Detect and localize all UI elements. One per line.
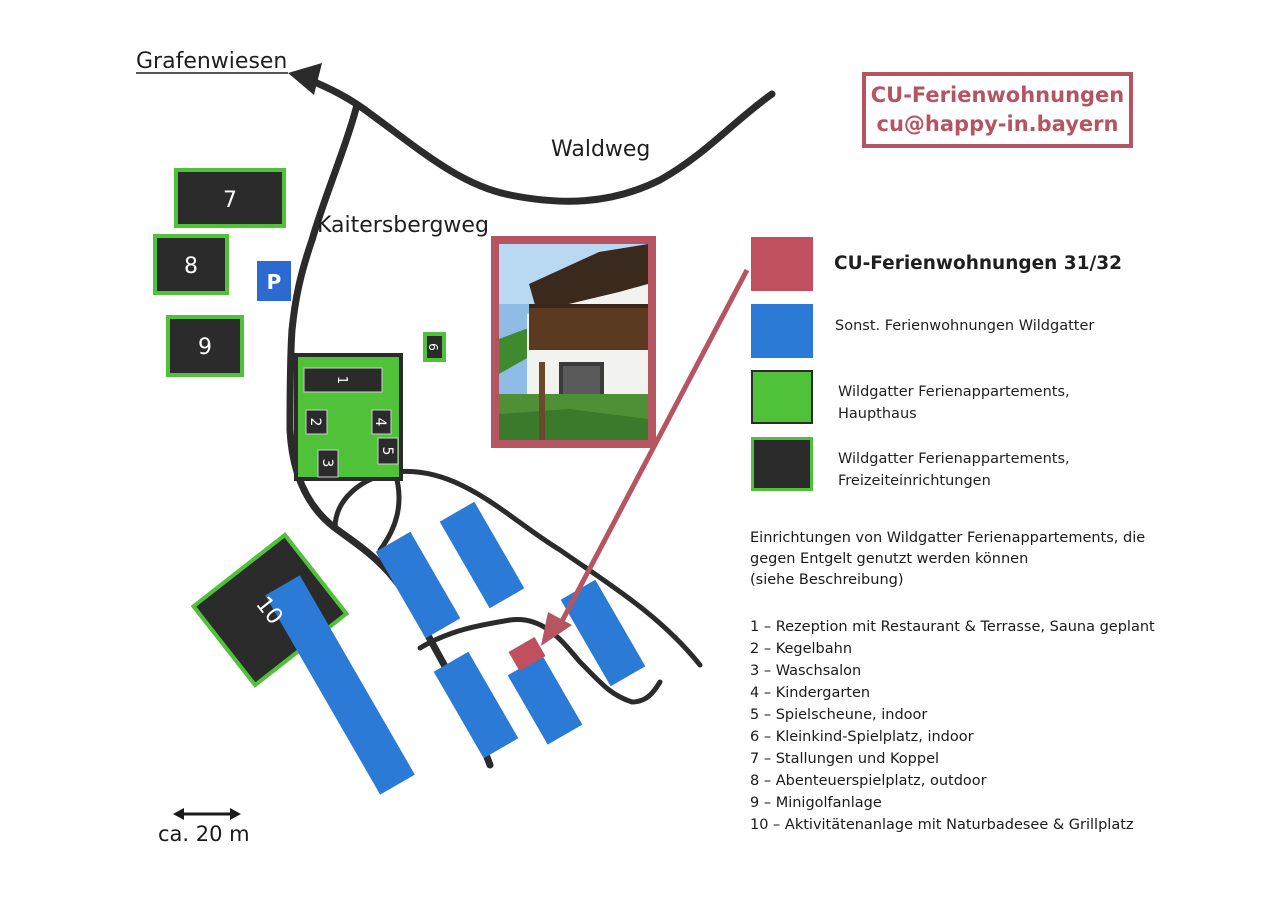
number-3: 3 [319, 459, 335, 468]
number-6: 6 [426, 343, 440, 351]
blue-block-a [375, 531, 461, 639]
number-7: 7 [223, 188, 237, 213]
number-2: 2 [307, 418, 323, 427]
facility-item: 2 – Kegelbahn [750, 641, 853, 657]
blue-block-long [265, 575, 415, 795]
contact-title: CU-Ferienwohnungen [870, 83, 1125, 107]
facility-item: 6 – Kleinkind-Spielplatz, indoor [750, 729, 974, 745]
intro-line-2: gegen Entgelt genutzt werden können [750, 551, 1029, 567]
house-photo-frame [491, 236, 656, 448]
number-9: 9 [198, 335, 212, 360]
facility-item: 1 – Rezeption mit Restaurant & Terrasse,… [750, 619, 1155, 635]
building-9 [166, 315, 244, 377]
facility-item: 10 – Aktivitätenanlage mit Naturbadesee … [750, 817, 1134, 833]
legend-swatch-green [751, 370, 813, 424]
blue-block-d [507, 655, 583, 745]
facility-item: 7 – Stallungen und Koppel [750, 751, 940, 767]
legend-label-green-2: Haupthaus [838, 406, 917, 422]
facility-item: 8 – Abenteuerspielplatz, outdoor [750, 773, 987, 789]
legend-swatch-cu [751, 237, 813, 291]
number-1: 1 [334, 376, 349, 384]
legend-label-blue: Sonst. Ferienwohnungen Wildgatter [835, 318, 1095, 334]
facility-item: 5 – Spielscheune, indoor [750, 707, 928, 723]
arrow-grafenwiesen [288, 63, 322, 95]
facilities-intro: Einrichtungen von Wildgatter Ferienappar… [750, 528, 1250, 591]
blue-block-b [439, 501, 525, 609]
legend-label-green-1: Wildgatter Ferienappartements, [838, 384, 1070, 400]
label-grafenwiesen: Grafenwiesen [136, 49, 287, 74]
building-8 [153, 234, 229, 295]
facilities-list: 1 – Rezeption mit Restaurant & Terrasse,… [750, 616, 1260, 836]
building-7 [174, 168, 286, 228]
facility-item: 3 – Waschsalon [750, 663, 862, 679]
scale-bar [173, 808, 241, 820]
building-6 [423, 332, 446, 362]
label-waldweg: Waldweg [551, 137, 650, 162]
contact-email: cu@happy-in.bayern [876, 112, 1119, 136]
legend-label-black-2: Freizeiteinrichtungen [838, 473, 991, 489]
road-inner-cross [417, 617, 663, 705]
legend-label-cu: CU-Ferienwohnungen 31/32 [834, 253, 1123, 274]
label-parking: P [267, 270, 282, 294]
house-photo [499, 244, 648, 440]
main-house [294, 353, 403, 481]
blue-block-e [560, 579, 646, 687]
facility-item: 4 – Kindergarten [750, 685, 871, 701]
blue-block-c [433, 651, 519, 759]
legend-swatch-black [751, 437, 813, 491]
number-4: 4 [372, 418, 388, 427]
scale-label: ca. 20 m [158, 822, 250, 846]
cu-apartment-marker [508, 636, 546, 672]
road-loop-upper [332, 468, 703, 668]
road-waldweg [296, 72, 776, 205]
other-apartments [265, 501, 646, 795]
number-5: 5 [379, 447, 395, 456]
number-8: 8 [184, 254, 198, 279]
intro-line-1: Einrichtungen von Wildgatter Ferienappar… [750, 530, 1146, 546]
leisure-buildings [153, 168, 446, 688]
label-kaitersbergweg: Kaitersbergweg [317, 213, 489, 238]
contact-box: CU-Ferienwohnungen cu@happy-in.bayern [862, 72, 1133, 148]
facility-item: 9 – Minigolfanlage [750, 795, 882, 811]
parking-sign [257, 261, 291, 301]
road-inner-branch [377, 469, 402, 553]
legend-swatch-blue [751, 304, 813, 358]
intro-line-3: (siehe Beschreibung) [750, 572, 904, 588]
legend-label-black-1: Wildgatter Ferienappartements, [838, 451, 1070, 467]
